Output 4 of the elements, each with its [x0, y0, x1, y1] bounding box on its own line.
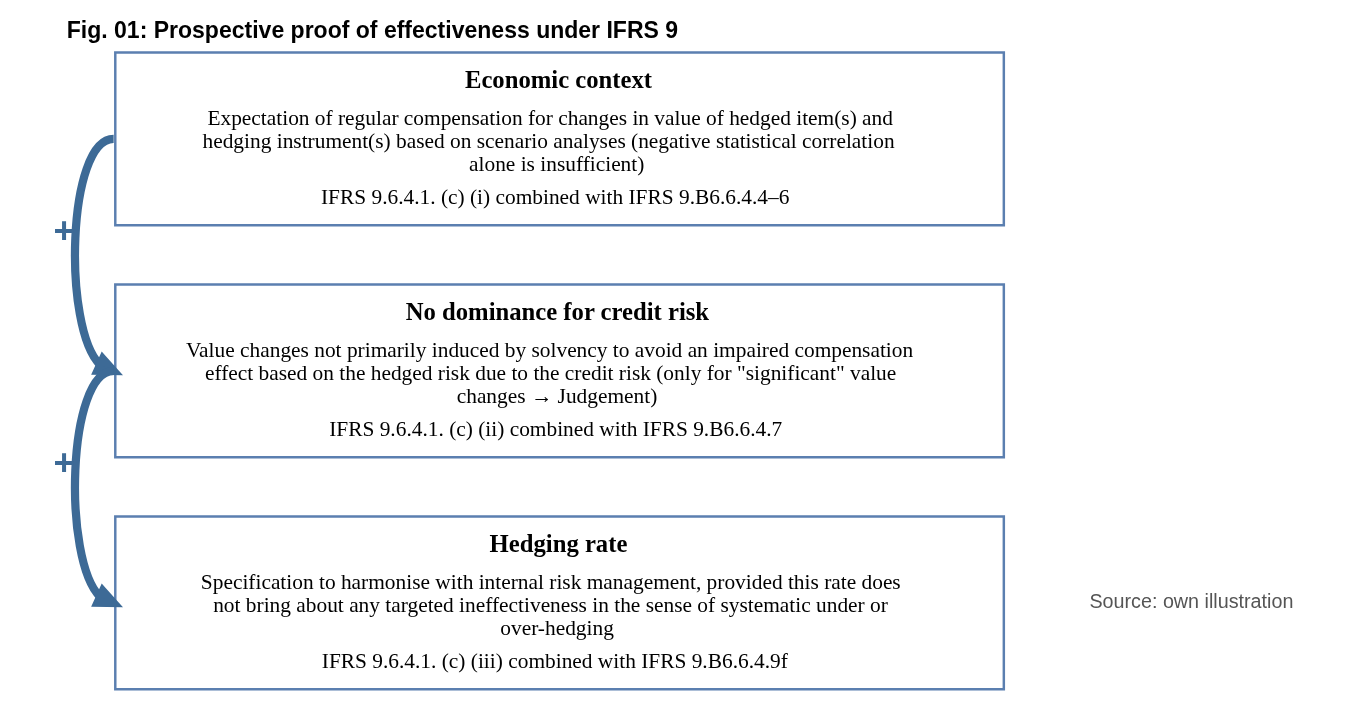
edge-label: + — [53, 441, 75, 483]
diagram-title: Fig. 01: Prospective proof of effectiveness under IFRS 9 — [66, 17, 678, 44]
edge-label: + — [53, 209, 75, 251]
label: Source: own illustration — [1088, 590, 1293, 613]
